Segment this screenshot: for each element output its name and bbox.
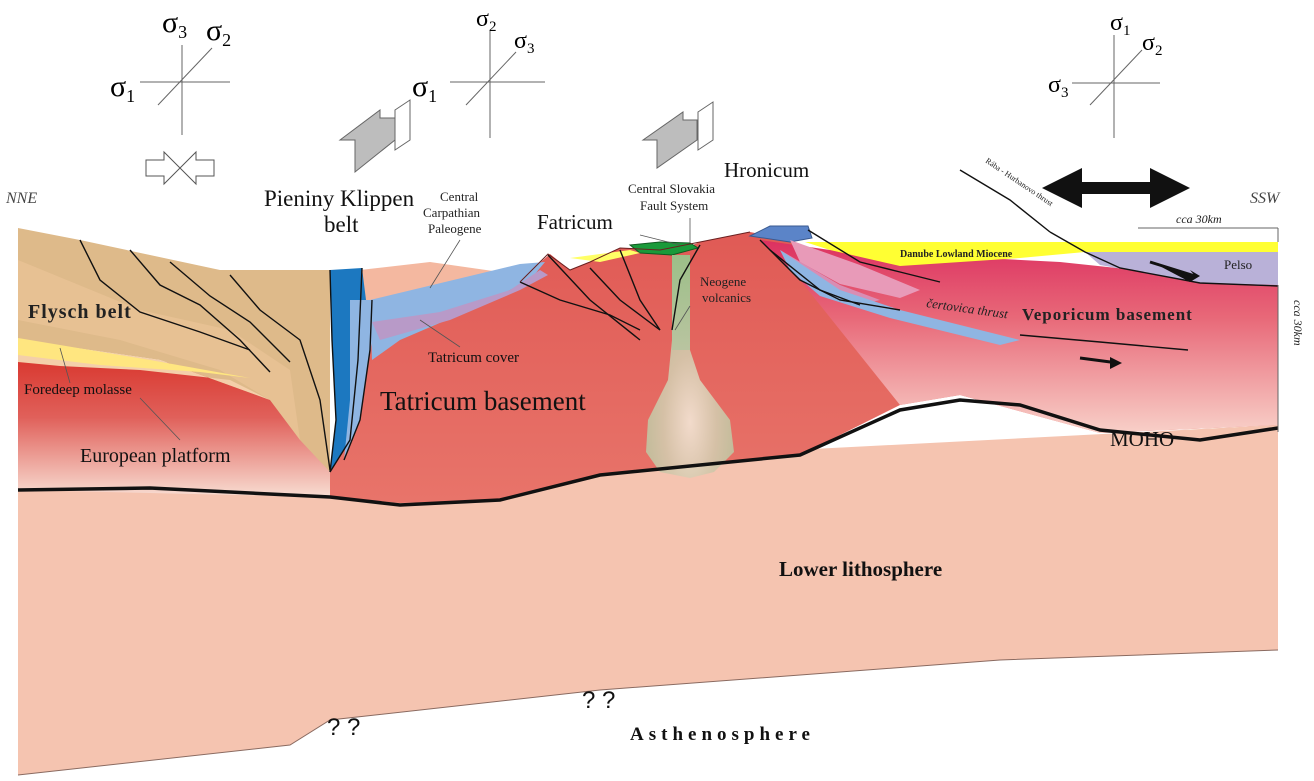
stress-symbols-2: σ2 σ3 σ1	[412, 6, 534, 106]
strike-slip-arrows-2-icon	[643, 102, 713, 168]
label-fatricum: Fatricum	[537, 210, 613, 234]
label-raba-hurbanovo-thrust: Rába - Hurbanovo thrust	[984, 156, 1055, 208]
stress-symbols-3: σ1 σ2 σ3	[1048, 10, 1162, 101]
label-european-platform: European platform	[80, 445, 231, 467]
label-csfs-2: Fault System	[640, 198, 708, 213]
scale-horizontal: cca 30km	[1176, 212, 1222, 226]
sigma2-symbol: σ2	[206, 14, 231, 50]
strike-slip-arrows-1-icon	[340, 100, 410, 172]
label-flysch-belt: Flysch belt	[28, 301, 132, 323]
neogene-volcanics-stem	[672, 255, 690, 350]
label-foredeep-molasse: Foredeep molasse	[24, 382, 132, 398]
orientation-right: SSW	[1250, 190, 1281, 207]
sigma1-symbol: σ1	[110, 70, 135, 106]
sigma2-symbol: σ2	[476, 6, 496, 35]
scale-vertical: cca 30km	[1291, 300, 1305, 346]
label-ccp-3: Paleogene	[428, 221, 482, 236]
label-tatricum-basement: Tatricum basement	[380, 386, 586, 416]
orientation-left: NNE	[5, 190, 37, 207]
label-lower-lithosphere: Lower lithosphere	[779, 557, 942, 581]
label-neogene-1: Neogene	[700, 274, 746, 289]
label-asthenosphere: Asthenosphere	[630, 724, 815, 745]
label-danube-lowland-miocene: Danube Lowland Miocene	[900, 249, 1013, 260]
label-ccp-2: Carpathian	[423, 205, 481, 220]
label-veporicum-basement: Veporicum basement	[1022, 305, 1193, 324]
question-marks-2: ? ?	[582, 687, 615, 714]
label-tatricum-cover: Tatricum cover	[428, 350, 519, 366]
question-marks-1: ? ?	[327, 714, 360, 741]
label-ccp-1: Central	[440, 189, 479, 204]
sigma3-symbol: σ3	[162, 6, 187, 42]
label-pieniny-klippen-2: belt	[324, 212, 359, 237]
label-csfs-1: Central Slovakia	[628, 181, 715, 196]
label-moho: MOHO	[1110, 427, 1174, 451]
sigma1-symbol: σ1	[1110, 10, 1130, 39]
sigma3-symbol: σ3	[514, 28, 534, 57]
sigma1-symbol: σ1	[412, 70, 437, 106]
label-pelso: Pelso	[1224, 257, 1252, 272]
stress-axes-1	[140, 45, 230, 135]
extension-arrow-icon	[1042, 168, 1190, 208]
sigma3-symbol: σ3	[1048, 72, 1068, 101]
label-hronicum: Hronicum	[724, 158, 809, 182]
label-neogene-2: volcanics	[702, 290, 751, 305]
sigma2-symbol: σ2	[1142, 30, 1162, 59]
label-pieniny-klippen-1: Pieniny Klippen	[264, 186, 415, 211]
compression-arrows-icon	[146, 152, 214, 184]
